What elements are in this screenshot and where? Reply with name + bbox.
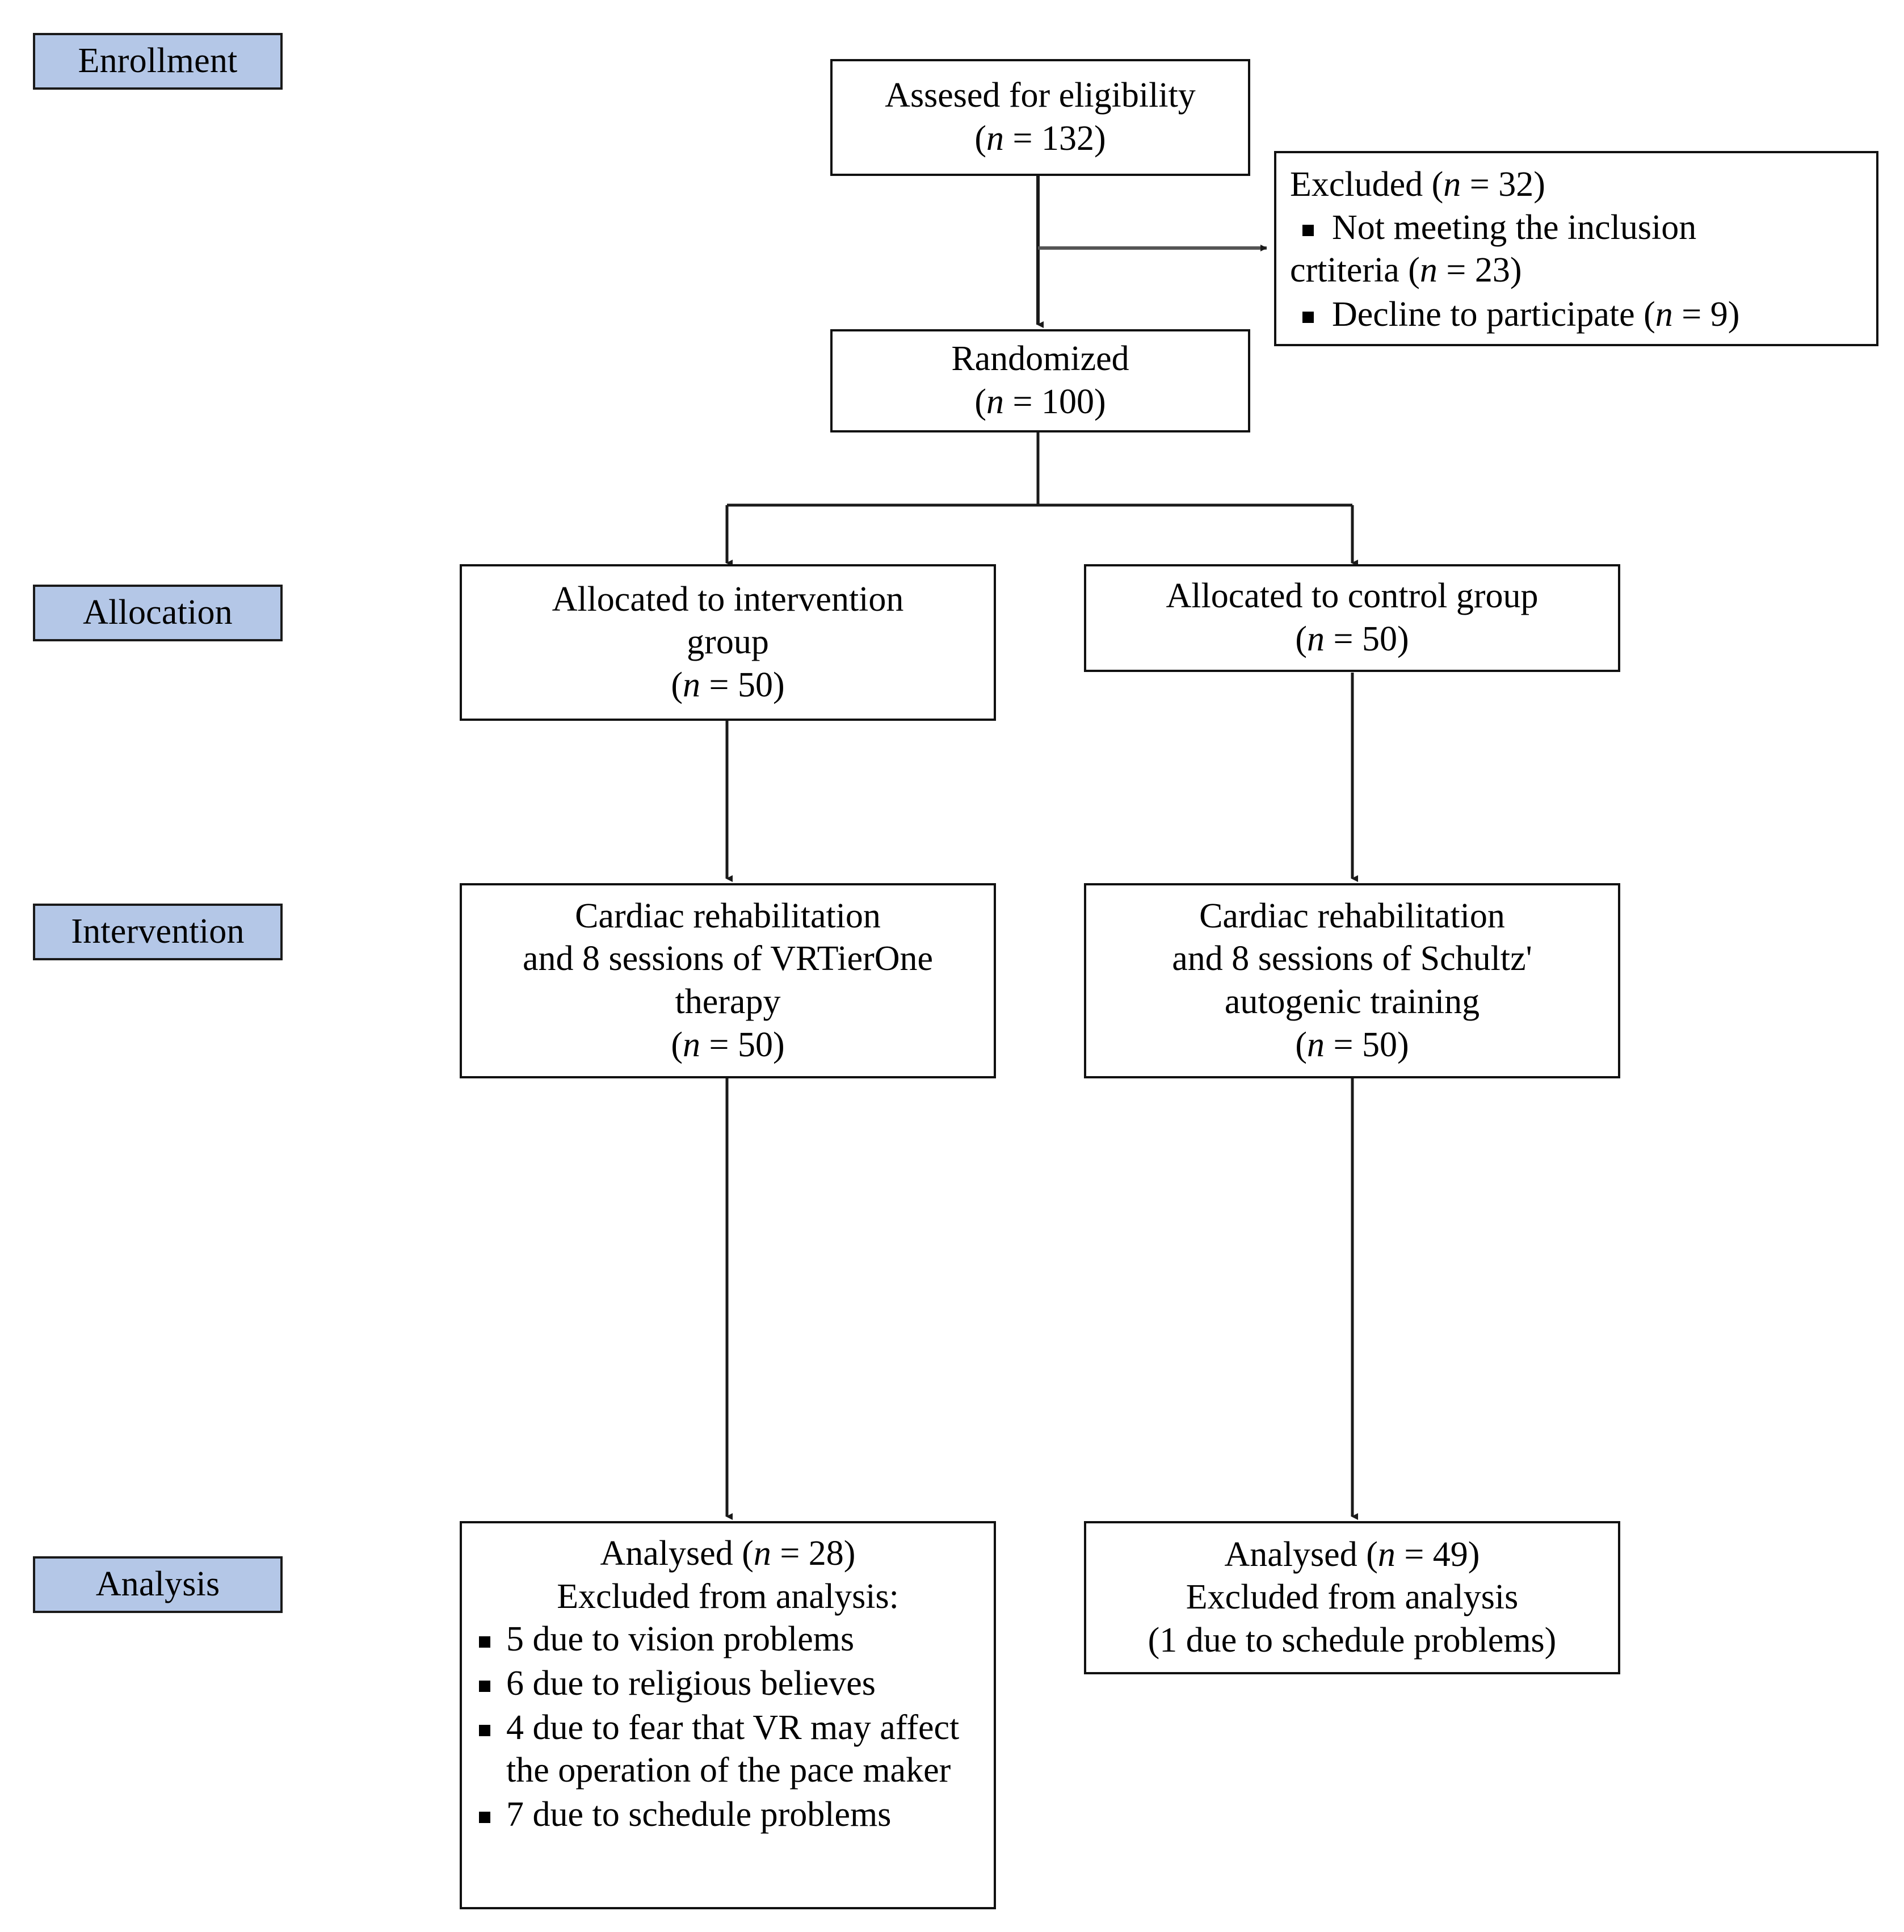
node-assessed-for-eligibility: Assesed for eligibility (n = 132): [830, 59, 1250, 176]
analysis-control-heading: Analysed (n = 49): [1225, 1534, 1480, 1577]
stage-label-intervention: Intervention: [33, 904, 283, 960]
alloc-control-line1: Allocated to control group: [1166, 577, 1539, 616]
node-randomized: Randomized (n = 100): [830, 329, 1250, 432]
alloc-intervention-count-pre: (: [671, 665, 683, 704]
excluded-heading-post: = 32): [1461, 165, 1545, 204]
analysis-exclusion-item: 4 due to fear that VR may affect the ope…: [471, 1707, 985, 1792]
analysis-intervention-heading-n: n: [753, 1534, 771, 1573]
control-arm-count: (n = 50): [1295, 1024, 1409, 1067]
alloc-intervention-count-post: = 50): [700, 665, 785, 704]
alloc-control-count: (n = 50): [1295, 618, 1409, 661]
intervention-arm-line3: therapy: [675, 982, 781, 1021]
control-arm-count-n: n: [1307, 1025, 1325, 1064]
randomized-count-post: = 100): [1004, 383, 1106, 421]
assessed-count-n: n: [986, 119, 1004, 158]
assessed-count-pre: (: [974, 119, 987, 158]
stage-label-analysis-text: Analysis: [95, 1565, 220, 1604]
alloc-control-count-pre: (: [1295, 620, 1308, 658]
analysis-intervention-heading-post: = 28): [771, 1534, 856, 1573]
intervention-arm-count-n: n: [683, 1025, 701, 1064]
assessed-title: Assesed for eligibility: [885, 76, 1196, 115]
excluded-reason-1-cont: crtiteria (n = 23): [1290, 249, 1865, 292]
node-analysis-control: Analysed (n = 49) Excluded from analysis…: [1084, 1521, 1620, 1674]
analysis-intervention-heading: Analysed (n = 28): [471, 1532, 985, 1576]
excluded-heading-n: n: [1443, 165, 1461, 204]
analysis-control-heading-pre: Analysed (: [1224, 1535, 1378, 1574]
node-intervention-arm: Cardiac rehabilitation and 8 sessions of…: [460, 883, 996, 1078]
excluded-heading: Excluded (n = 32): [1290, 163, 1545, 207]
alloc-control-count-n: n: [1307, 620, 1325, 658]
alloc-intervention-line2: group: [687, 623, 769, 662]
control-arm-line2: and 8 sessions of Schultz': [1172, 939, 1532, 978]
excluded-reason-1-text: Not meeting the inclusion: [1332, 208, 1697, 247]
alloc-control-count-post: = 50): [1325, 620, 1409, 658]
control-arm-count-pre: (: [1295, 1025, 1308, 1064]
assessed-count: (n = 132): [974, 117, 1106, 161]
alloc-intervention-line1: Allocated to intervention: [552, 579, 904, 619]
stage-label-allocation: Allocation: [33, 585, 283, 641]
assessed-count-post: = 132): [1004, 119, 1106, 158]
stage-label-allocation-text: Allocation: [83, 593, 233, 632]
excluded-reason-1-cont-n: n: [1419, 251, 1438, 290]
analysis-exclusion-item: 7 due to schedule problems: [471, 1794, 985, 1837]
node-excluded: Excluded (n = 32) Not meeting the inclus…: [1274, 151, 1878, 346]
analysis-control-heading-post: = 49): [1395, 1535, 1480, 1574]
control-arm-line3: autogenic training: [1224, 982, 1480, 1021]
node-analysis-intervention: Analysed (n = 28) Excluded from analysis…: [460, 1521, 996, 1909]
intervention-arm-line2: and 8 sessions of VRTierOne: [522, 939, 934, 978]
control-arm-line1: Cardiac rehabilitation: [1199, 896, 1505, 935]
stage-label-intervention-text: Intervention: [71, 912, 245, 951]
randomized-count: (n = 100): [974, 381, 1106, 424]
analysis-exclusion-list: 5 due to vision problems 6 due to religi…: [471, 1618, 985, 1837]
intervention-arm-line1: Cardiac rehabilitation: [575, 896, 881, 935]
excluded-heading-pre: Excluded (: [1290, 165, 1444, 204]
analysis-intervention-heading-pre: Analysed (: [600, 1534, 754, 1573]
analysis-exclusion-item: 6 due to religious believes: [471, 1662, 985, 1706]
intervention-arm-count-post: = 50): [700, 1025, 785, 1064]
node-control-arm: Cardiac rehabilitation and 8 sessions of…: [1084, 883, 1620, 1078]
excluded-reason-1-cont-pre: crtiteria (: [1290, 251, 1420, 290]
alloc-intervention-count: (n = 50): [671, 664, 784, 707]
node-allocated-control: Allocated to control group (n = 50): [1084, 564, 1620, 672]
excluded-reason-2-text: Decline to participate (: [1332, 295, 1655, 334]
stage-label-enrollment-text: Enrollment: [78, 41, 238, 81]
stage-label-enrollment: Enrollment: [33, 33, 283, 90]
intervention-arm-count-pre: (: [671, 1025, 683, 1064]
excluded-reason-2-n: n: [1655, 295, 1673, 334]
stage-label-analysis: Analysis: [33, 1556, 283, 1613]
analysis-control-detail: (1 due to schedule problems): [1148, 1620, 1557, 1660]
analysis-exclusion-item: 5 due to vision problems: [471, 1618, 985, 1661]
intervention-arm-count: (n = 50): [671, 1024, 784, 1067]
analysis-intervention-subheading: Excluded from analysis:: [557, 1577, 899, 1616]
alloc-intervention-count-n: n: [683, 665, 701, 704]
excluded-reason-1-cont-post: = 23): [1437, 251, 1522, 290]
randomized-title: Randomized: [951, 339, 1129, 379]
analysis-control-heading-n: n: [1377, 1535, 1396, 1574]
control-arm-count-post: = 50): [1325, 1025, 1409, 1064]
excluded-reason-2-post: = 9): [1672, 295, 1740, 334]
node-allocated-intervention: Allocated to intervention group (n = 50): [460, 564, 996, 721]
excluded-reason-item: Decline to participate (n = 9): [1290, 293, 1865, 337]
randomized-count-pre: (: [974, 383, 987, 421]
analysis-control-subheading: Excluded from analysis: [1186, 1578, 1519, 1617]
randomized-count-n: n: [986, 383, 1004, 421]
